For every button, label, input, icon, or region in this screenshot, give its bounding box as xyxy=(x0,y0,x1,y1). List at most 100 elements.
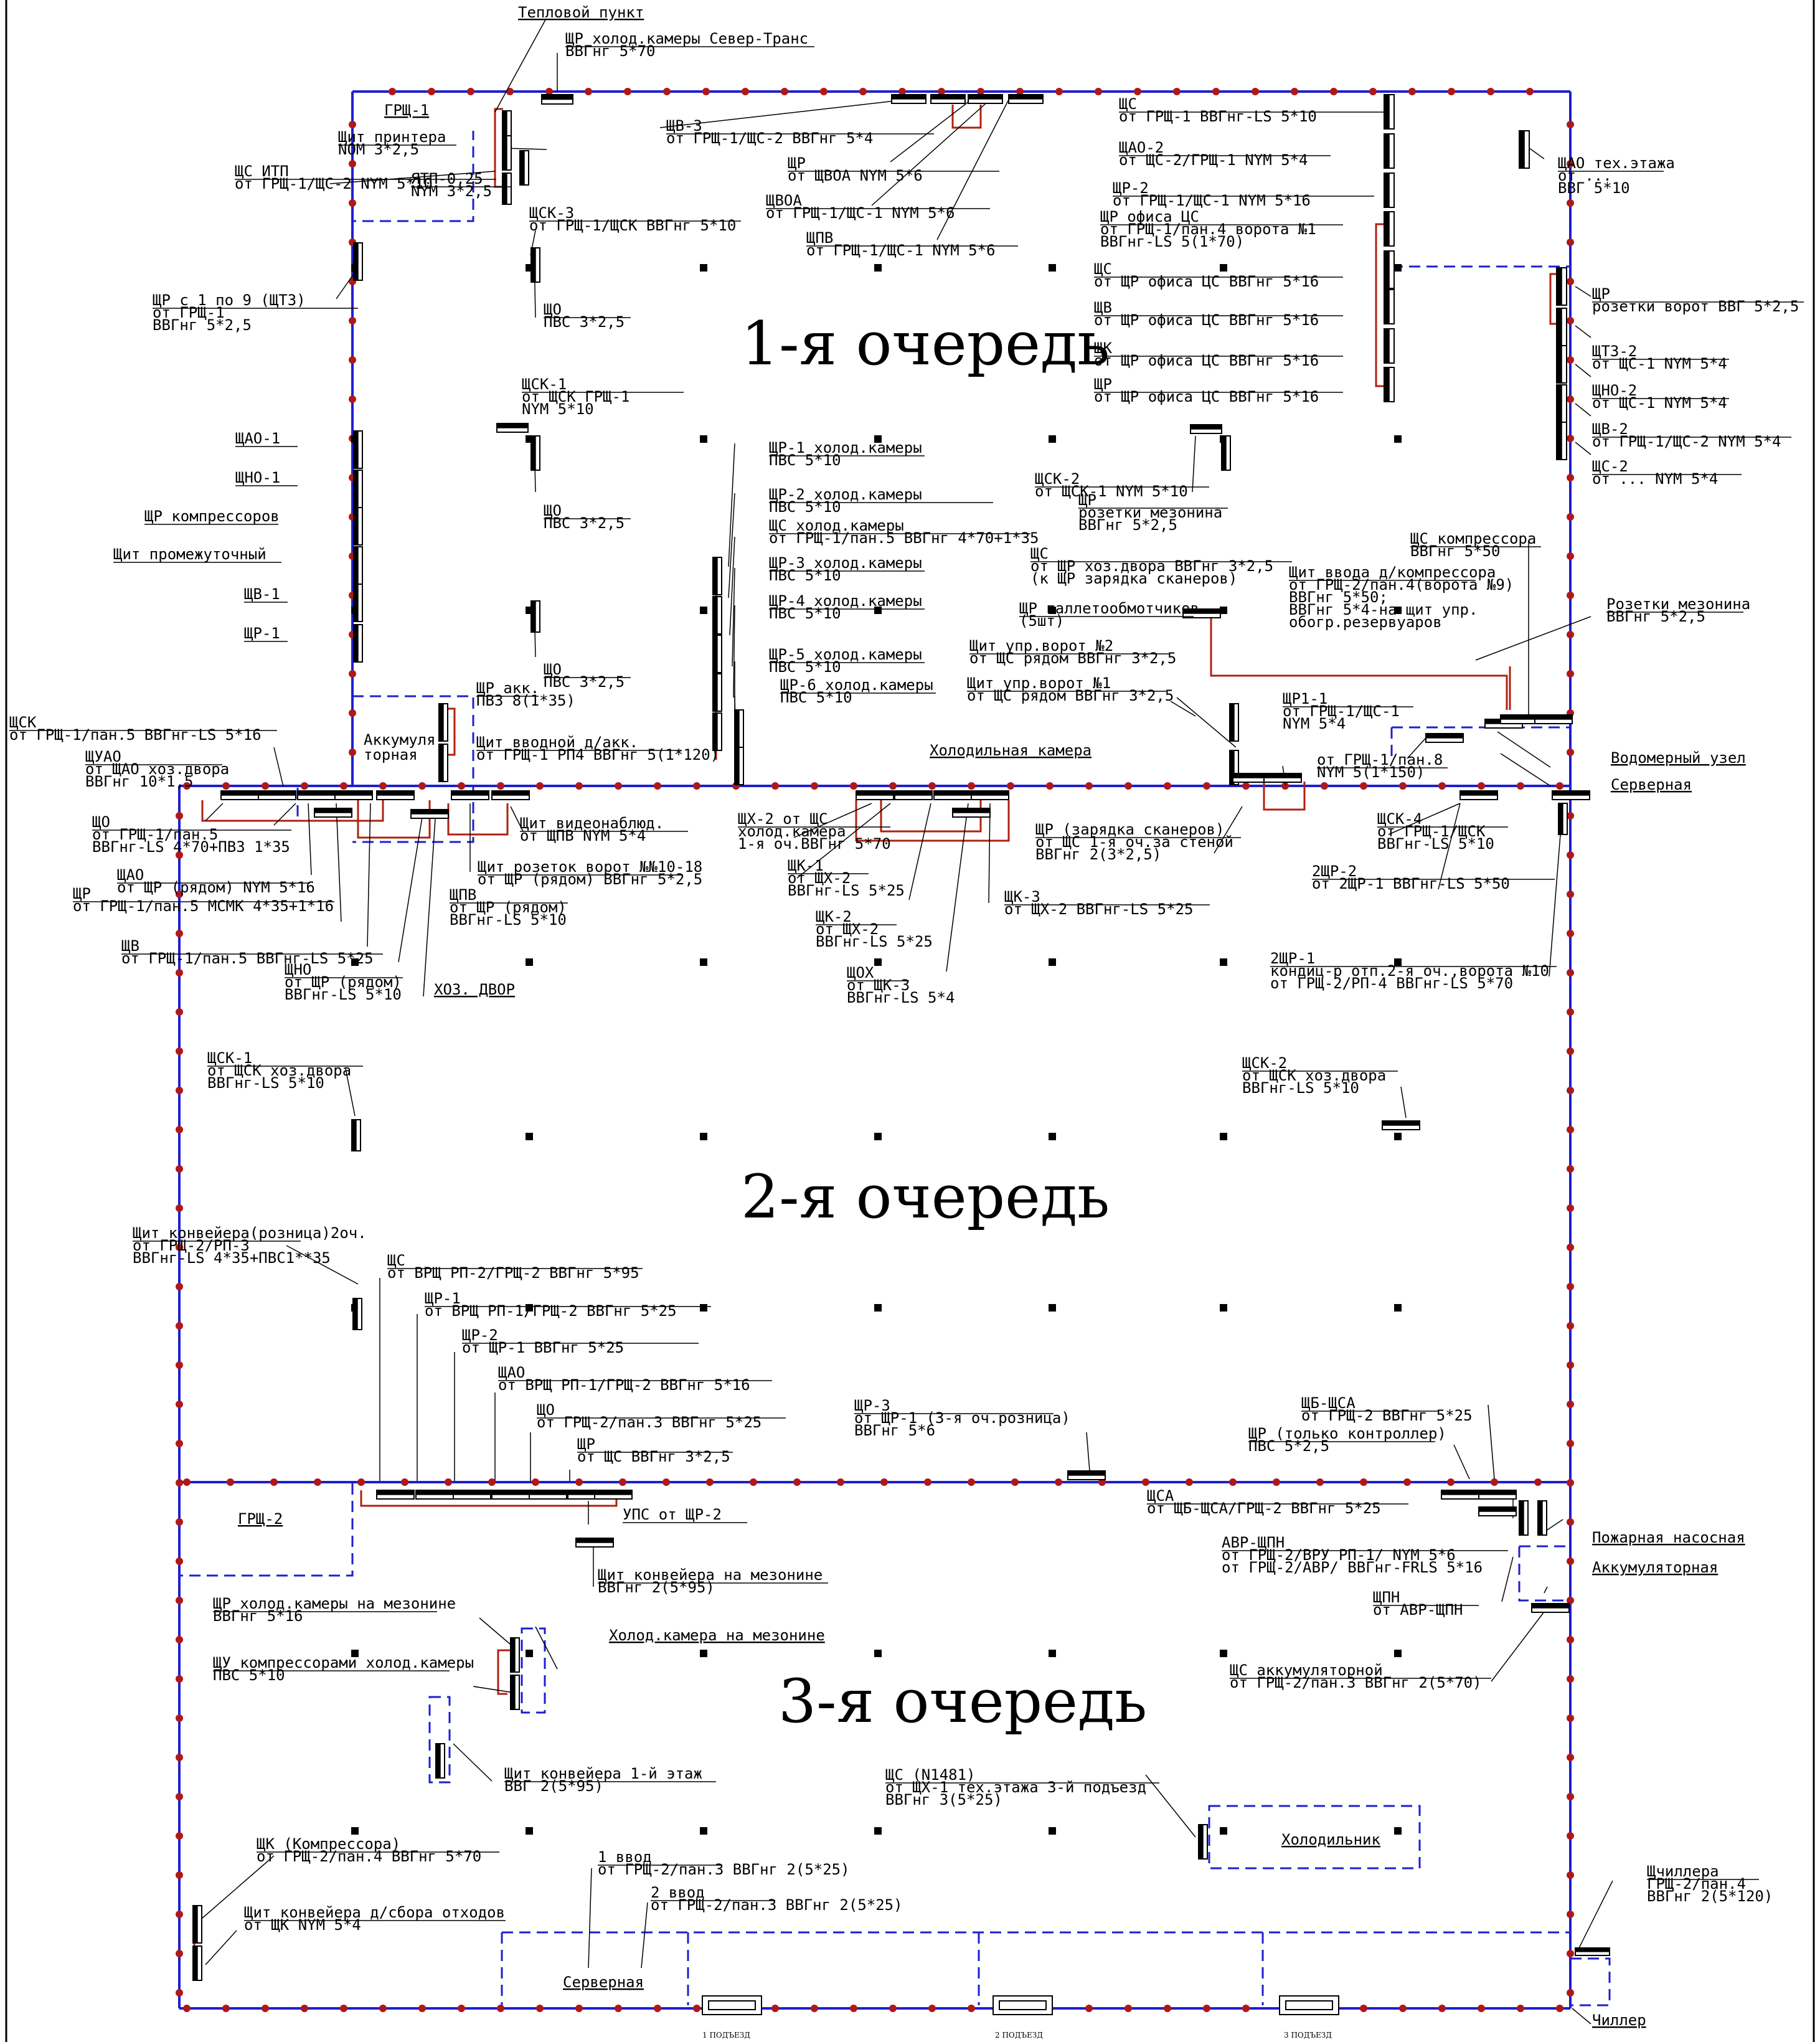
leader-line-40 xyxy=(1407,737,1426,759)
electrical-panel-33 xyxy=(353,546,363,585)
column-91 xyxy=(1164,2005,1171,2012)
room-akk1-a: Аккумуля- xyxy=(364,731,445,749)
entrance-1: 1 ПОДЪЕЗД xyxy=(702,2031,750,2040)
interior-column-39 xyxy=(1049,1304,1056,1312)
panel-label-line: ЩК-3 xyxy=(1004,888,1040,905)
electrical-panel-89 xyxy=(510,1637,520,1673)
column-139 xyxy=(1567,199,1574,207)
column-74 xyxy=(497,2005,504,2012)
interior-column-25 xyxy=(1049,958,1056,966)
leader-line-79 xyxy=(1544,1586,1548,1594)
panel-label-line: ЩАО xyxy=(498,1364,525,1381)
panel-label-line: от ЩР хоз.двора ВВГнг 3*2,5 xyxy=(1030,557,1273,575)
panel-fill xyxy=(1183,609,1220,614)
panel-label-line: 2 ввод xyxy=(651,1884,705,1901)
panel-label-line: (5шт) xyxy=(1019,612,1064,630)
room-holodilnaya-kamera: Холодильная камера xyxy=(930,742,1092,759)
electrical-panel-90 xyxy=(510,1675,520,1710)
column-119 xyxy=(924,1478,931,1486)
electrical-panel-15 xyxy=(1384,328,1395,364)
panel-label-line: от ЩР офиса ЦС ВВГнг 5*16 xyxy=(1094,273,1319,290)
electrical-panel-91 xyxy=(435,1743,445,1779)
electrical-panel-36 xyxy=(712,557,722,595)
column-66 xyxy=(183,2005,191,2012)
electrical-panel-57 xyxy=(334,790,373,800)
panel-label-line: от ... NYM 5*4 xyxy=(1592,470,1718,488)
leader-line-48 xyxy=(398,809,424,963)
panel-label-line: от ... xyxy=(1558,167,1612,184)
leader-line-27 xyxy=(728,493,735,598)
column-191 xyxy=(1567,1244,1574,1251)
leader-line-51 xyxy=(510,806,524,832)
column-170 xyxy=(176,851,183,859)
panel-label-line: ВВГнг-LS 5*4 xyxy=(847,989,955,1006)
panel-label-line: Щит промежуточный xyxy=(113,546,266,563)
interior-column-33 xyxy=(1220,1133,1227,1140)
column-229 xyxy=(1567,1989,1574,1997)
leader-line-43 xyxy=(205,803,224,821)
interior-column-5 xyxy=(1220,264,1227,272)
panel-fill xyxy=(595,1490,632,1495)
room-outline-11 xyxy=(521,1627,546,1714)
panel-label-line: от ГРЩ-1/пан.5 xyxy=(92,826,218,843)
panel-label-line: ЩСК-2 xyxy=(1242,1054,1287,1072)
panel-label-line: от ГРЩ-2/ВРУ РП-1/ NYM 5*6 xyxy=(1222,1546,1456,1564)
electrical-panel-56 xyxy=(297,790,336,800)
column-51 xyxy=(1007,782,1014,790)
leader-line-86 xyxy=(205,1930,237,1965)
column-5 xyxy=(585,88,592,95)
column-220 xyxy=(176,1832,183,1840)
panel-label-line: ВВГнг 3(5*25) xyxy=(885,1791,1002,1808)
leader-line-54 xyxy=(908,803,931,900)
panel-fill xyxy=(1426,734,1463,739)
electrical-panel-74 xyxy=(376,1490,415,1500)
panel-label-line: ЩПВ xyxy=(806,229,833,247)
panel-label-line: от ГРЩ-2/пан.3 ВВГнг 2(5*70) xyxy=(1230,1674,1482,1691)
column-41 xyxy=(615,782,622,790)
interior-column-53 xyxy=(1049,1827,1056,1835)
room-grsch1: ГРЩ-1 xyxy=(384,102,429,119)
column-6 xyxy=(624,88,631,95)
column-62 xyxy=(1438,782,1446,790)
panel-fill xyxy=(568,1490,605,1495)
panel-fill xyxy=(892,95,926,100)
leader-line-38 xyxy=(1176,697,1237,748)
panel-label-94: ЩС (N1481)от ЩХ-1 тех.этажа 3-й подъездВ… xyxy=(885,1766,1159,1808)
panel-label-line: ЩК xyxy=(1094,339,1112,357)
panel-fill xyxy=(354,431,359,468)
panel-label-line: от ГРЩ-2/пан.3 ВВГнг 2(5*25) xyxy=(651,1896,903,1914)
column-27 xyxy=(1448,88,1455,95)
electrical-panel-54 xyxy=(220,790,259,800)
column-77 xyxy=(615,2005,622,2012)
electrical-panel-71 xyxy=(351,1119,361,1151)
panel-label-line: Щит видеонаблюд. xyxy=(520,815,664,832)
column-221 xyxy=(1567,1832,1574,1840)
room-vodomer: Водомерный узел xyxy=(1611,749,1746,767)
column-59 xyxy=(1321,782,1328,790)
electrical-panel-32 xyxy=(353,507,363,546)
zone-title-q2: 2-я очередь xyxy=(741,1162,1110,1232)
column-111 xyxy=(575,1478,583,1486)
electrical-panel-76 xyxy=(453,1490,491,1500)
panel-fill xyxy=(353,1298,358,1330)
leader-line-49 xyxy=(423,809,436,997)
panel-label-line: ВВГнг 2(5*95) xyxy=(598,1579,715,1596)
panel-label-44: ЩР паллетообмотчиков(5шт) xyxy=(1019,600,1199,630)
electrical-panel-67 xyxy=(952,808,991,818)
column-227 xyxy=(1567,1950,1574,1957)
column-201 xyxy=(1567,1440,1574,1447)
leader-line-61 xyxy=(345,1068,356,1117)
electrical-panel-93 xyxy=(192,1905,202,1944)
panel-label-line: ЩК-1 xyxy=(788,857,824,874)
panel-label-line: ЩАО тех.этажа xyxy=(1558,154,1675,172)
